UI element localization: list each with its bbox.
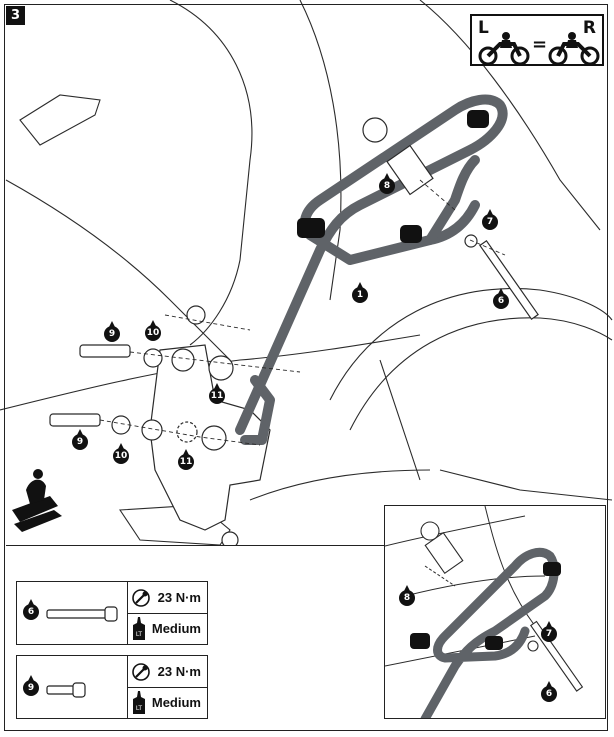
bracket-hole-2: [221, 531, 239, 545]
callout-part-10a: 10: [145, 320, 161, 341]
alignment-line-5: [469, 239, 506, 256]
side-carrier-tube: [235, 94, 508, 435]
wheel-arc-inner: [349, 317, 613, 431]
inset-drawing: [385, 506, 584, 718]
right-label: R: [582, 18, 596, 38]
bolt-9b: [49, 413, 101, 427]
side-panel-outline: [5, 179, 231, 361]
alignment-line-1: [129, 351, 301, 373]
bolt-9a: [79, 344, 131, 358]
callout-part-1: 1: [352, 282, 368, 303]
rubber-bushing-1: [297, 218, 325, 238]
torque-wrench-icon: [127, 582, 155, 613]
short-bolt-icon: [46, 682, 86, 698]
mirror-outline: [19, 94, 101, 146]
torque-value: 23 N·m: [157, 664, 201, 679]
threadlock-row: LT Medium: [127, 613, 207, 644]
equals-sign: =: [532, 34, 548, 55]
threadlocker-bottle-label: LT: [136, 631, 143, 638]
bolt-6-illustration: 6: [17, 582, 128, 644]
torque-wrench-icon: [127, 656, 155, 687]
section-divider: [6, 545, 384, 546]
spacer-11a: [208, 355, 234, 381]
nut-top: [186, 305, 206, 325]
callout-part-7: 7: [482, 209, 498, 230]
threadlocker-bottle-icon: LT: [127, 687, 152, 718]
long-bolt-icon: [46, 606, 118, 622]
threadlocker-bottle-icon: LT: [127, 613, 152, 644]
motorcycle-right-icon: [548, 32, 600, 66]
washer-7: [464, 234, 478, 248]
left-label: L: [478, 18, 489, 38]
detail-inset: 6 7 8: [384, 505, 606, 719]
bolt-6: [479, 240, 539, 320]
spacer-11b: [201, 425, 227, 451]
callout-part-10b: 10: [113, 443, 129, 464]
alignment-line-2: [99, 419, 261, 446]
threadlock-value: Medium: [151, 695, 201, 710]
wheel-arc-outline: [329, 287, 613, 401]
inset-callout-6: 6: [541, 681, 557, 702]
callout-part-9b: 9: [72, 429, 88, 450]
rear-body-outline: [299, 0, 342, 301]
left-right-mirror-badge: L R =: [470, 14, 604, 66]
step-number: 3: [6, 6, 25, 25]
spec-callout-9: 9: [23, 675, 39, 696]
nut-a: [171, 348, 195, 372]
callout-part-9a: 9: [104, 321, 120, 342]
lower-frame-outline: [249, 469, 431, 501]
alignment-line-3: [164, 314, 251, 331]
inset-callout-7: 7: [541, 621, 557, 642]
alignment-line-4: [419, 179, 456, 211]
torque-row: 23 N·m: [127, 582, 207, 614]
side-carrier-lower: [240, 375, 275, 445]
callout-part-11b: 11: [178, 449, 194, 470]
rear-shock-outline: [379, 359, 421, 481]
callout-part-6: 6: [493, 288, 509, 309]
threadlock-value: Medium: [151, 621, 201, 636]
torque-value: 23 N·m: [157, 590, 201, 605]
threadlocker-bottle-label: LT: [136, 705, 143, 712]
motorcycle-left-icon: [478, 32, 530, 66]
torque-row: 23 N·m: [127, 656, 207, 688]
frame-rail-outline: [0, 334, 421, 411]
rubber-bushing-2: [400, 225, 422, 243]
spacer-8: [386, 144, 434, 196]
rubber-bushing-3: [467, 110, 489, 128]
bolt-9-illustration: 9: [17, 656, 128, 718]
main-assembly-drawing: [0, 0, 613, 545]
seat-outline: [169, 0, 253, 346]
threadlock-row: LT Medium: [127, 687, 207, 718]
washer-10a: [143, 348, 163, 368]
grommet-top: [362, 117, 388, 143]
exhaust-outline: [439, 469, 613, 501]
nut-b: [141, 419, 163, 441]
spec-callout-6: 6: [23, 599, 39, 620]
spec-box-part-9: 9 23 N·m LT Medium: [16, 655, 208, 719]
tail-outline: [419, 0, 601, 231]
callout-part-11a: 11: [209, 383, 225, 404]
inset-callout-8: 8: [399, 585, 415, 606]
spec-box-part-6: 6 23 N·m LT Medium: [16, 581, 208, 645]
rider-direction-icon: [12, 469, 62, 532]
side-carrier-strut: [425, 155, 480, 245]
callout-part-8: 8: [379, 173, 395, 194]
bracket-hole: [176, 421, 198, 443]
washer-10b: [111, 415, 131, 435]
